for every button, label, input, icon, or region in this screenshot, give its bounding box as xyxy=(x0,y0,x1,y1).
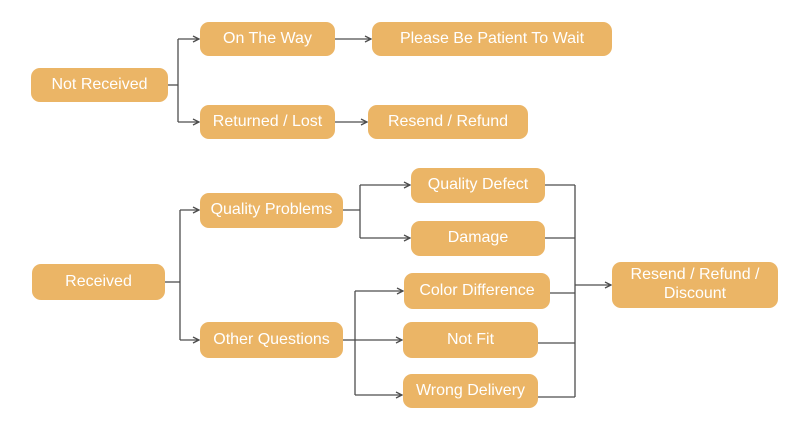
node-quality-problems: Quality Problems xyxy=(200,193,343,228)
node-please-be-patient: Please Be Patient To Wait xyxy=(372,22,612,56)
node-resend-refund: Resend / Refund xyxy=(368,105,528,139)
node-not-received: Not Received xyxy=(31,68,168,102)
node-resend-refund-discount: Resend / Refund / Discount xyxy=(612,262,778,308)
node-damage: Damage xyxy=(411,221,545,256)
node-received: Received xyxy=(32,264,165,300)
node-quality-defect: Quality Defect xyxy=(411,168,545,203)
node-on-the-way: On The Way xyxy=(200,22,335,56)
node-not-fit: Not Fit xyxy=(403,322,538,358)
node-returned-lost: Returned / Lost xyxy=(200,105,335,139)
node-wrong-delivery: Wrong Delivery xyxy=(403,374,538,408)
node-other-questions: Other Questions xyxy=(200,322,343,358)
node-color-difference: Color Difference xyxy=(404,273,550,309)
